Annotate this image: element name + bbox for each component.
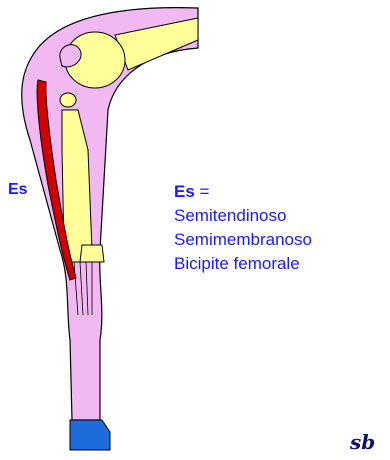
author-signature: sb [350, 430, 375, 454]
legend-equals: = [200, 182, 210, 201]
legend-item-semimembranoso: Semimembranoso [174, 228, 312, 252]
legend-title: Es = [174, 180, 312, 204]
legend: Es = Semitendinoso Semimembranoso Bicipi… [174, 180, 312, 276]
foot-shoe [70, 420, 110, 450]
legend-item-bicipite-femorale: Bicipite femorale [174, 252, 312, 276]
legend-term: Es [174, 182, 195, 201]
legend-item-semitendinoso: Semitendinoso [174, 204, 312, 228]
muscle-label: Es [8, 181, 28, 199]
patella-bone [60, 93, 76, 107]
